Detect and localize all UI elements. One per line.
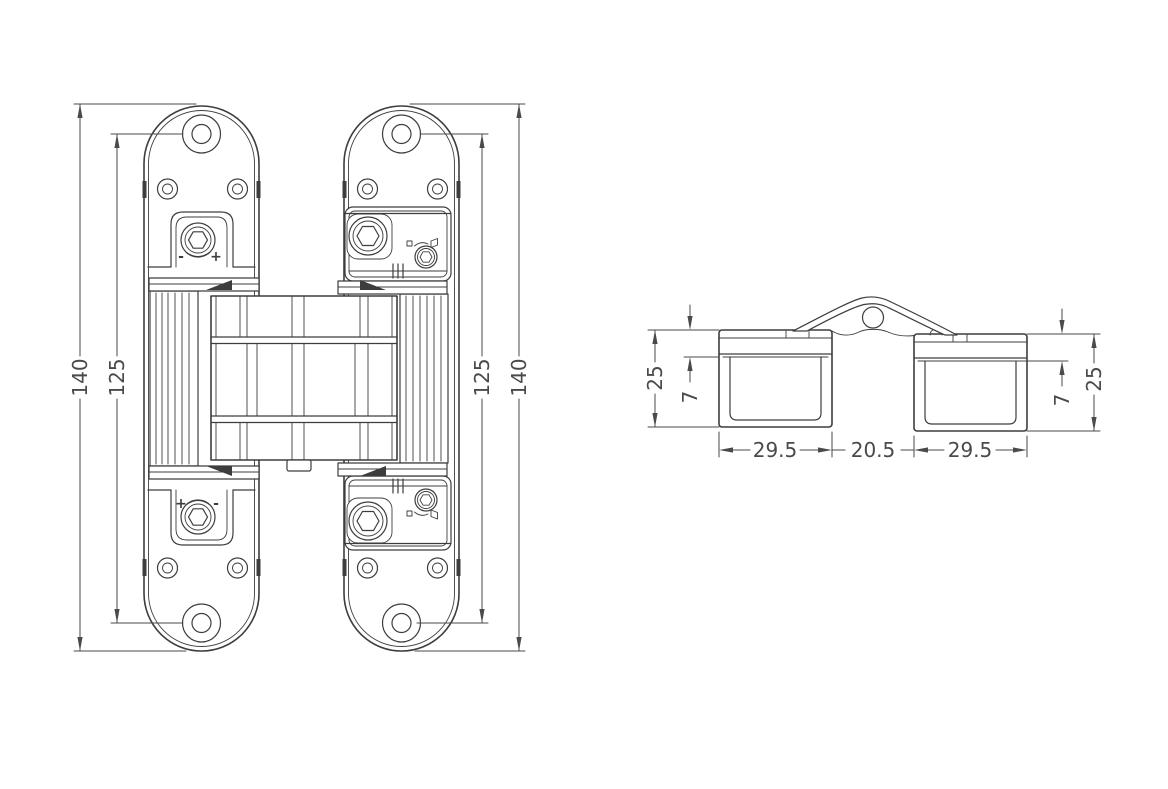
hinge-leaf-column-left (149, 290, 199, 467)
dimension-left-flange-depth: 7 (678, 304, 720, 404)
hex-screw-icon (180, 222, 216, 258)
left-leaf-body (718, 329, 833, 428)
adjust-plus-label: + (175, 496, 187, 512)
dimension-left-depth-total: 25 (643, 329, 720, 428)
adjust-plus-label: + (210, 249, 222, 265)
index-ticks (392, 263, 404, 279)
height-adjustment-tab-top: - + (147, 211, 256, 268)
dim-label-25-right: 25 (1082, 366, 1106, 391)
dim-label-125-right: 125 (470, 358, 494, 396)
adjustment-arc-icon (185, 500, 211, 506)
adjust-minus-label: - (178, 249, 184, 265)
right-leaf-body (913, 333, 1028, 432)
pivot-arm (792, 296, 958, 337)
dimension-overall-height-right: 140 (409, 103, 531, 652)
door-swing-icon (406, 509, 438, 520)
index-ticks (392, 478, 404, 494)
left-mounting-plate: - + + - (142, 105, 261, 652)
anchor-slot-ticks (785, 330, 810, 339)
pin-hole-icon (156, 178, 249, 579)
pivot-hole-icon (861, 306, 885, 329)
dim-label-29-5-right: 29.5 (948, 438, 993, 462)
dim-label-140-left: 140 (68, 358, 92, 396)
dimension-hole-spacing-right: 125 (416, 133, 494, 624)
pin-hole-icon (356, 178, 449, 579)
hex-screw-icon (180, 499, 216, 535)
dim-label-7-right: 7 (1050, 394, 1074, 407)
hex-screw-icon (348, 501, 388, 541)
side-adjustment-block-top (344, 206, 452, 282)
dim-label-7-left: 7 (678, 391, 702, 404)
dim-label-125-left: 125 (105, 358, 129, 396)
hex-screw-icon (348, 216, 388, 256)
front-view: - + + - (68, 103, 531, 652)
cover-bars (148, 277, 448, 480)
dim-label-29-5-left: 29.5 (753, 438, 798, 462)
height-adjustment-tab-bottom: + - (147, 489, 256, 546)
dim-label-25-left: 25 (643, 365, 667, 390)
dimension-right-flange-depth: 7 (1015, 308, 1074, 407)
adjustment-arc-icon (185, 251, 211, 257)
dimension-overall-height-left: 140 (68, 103, 197, 652)
dimension-right-depth-total: 25 (1026, 333, 1106, 432)
adjust-minus-label: - (213, 496, 219, 512)
dim-label-20-5: 20.5 (851, 438, 896, 462)
dim-label-140-right: 140 (507, 358, 531, 396)
side-adjustment-block-bottom (344, 475, 452, 551)
anchor-slot-ticks (952, 334, 968, 343)
dimension-hole-spacing-left: 125 (105, 133, 184, 624)
hex-screw-small-icon (414, 245, 438, 269)
edge-notch (342, 181, 461, 576)
side-view: 25 7 7 25 29.5 (643, 296, 1106, 462)
hex-screw-small-icon (414, 488, 438, 512)
door-swing-icon (406, 238, 438, 248)
hinge-linkage-mechanism (206, 280, 398, 476)
hinge-leaf-column-right (399, 293, 449, 464)
dimension-width-chain: 29.5 20.5 29.5 (718, 431, 1028, 462)
edge-notch (142, 181, 261, 576)
